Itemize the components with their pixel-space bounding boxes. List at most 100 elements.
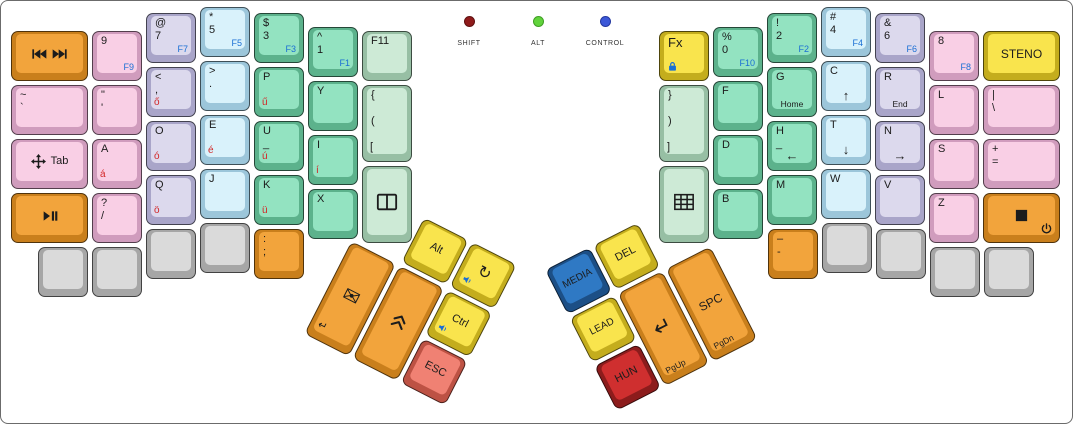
key-fx[interactable]: Fx — [659, 31, 709, 81]
control-led-dot — [599, 16, 611, 27]
key-legend: ú — [262, 151, 268, 162]
key-j[interactable]: J — [200, 169, 250, 219]
key-face — [367, 169, 407, 235]
blank-key[interactable] — [876, 229, 926, 279]
key-stop[interactable] — [983, 193, 1060, 243]
media-prev-next-key[interactable] — [11, 31, 88, 81]
key-legend: J — [209, 173, 215, 185]
key-legend: H — [776, 125, 784, 137]
shift-led-dot — [463, 16, 475, 27]
key-open-brackets[interactable]: {([ — [362, 85, 412, 162]
blank-key[interactable] — [38, 247, 88, 297]
key-split-window[interactable] — [362, 166, 412, 243]
blank-key[interactable] — [984, 247, 1034, 297]
key-d[interactable]: D — [713, 135, 763, 185]
key-c[interactable]: C↑ — [821, 61, 871, 111]
key-u[interactable]: U_ú — [254, 121, 304, 171]
key-colon[interactable]: :; — [254, 229, 304, 279]
key-h[interactable]: H_← — [767, 121, 817, 171]
key-steno[interactable]: STENO — [983, 31, 1060, 81]
blank-key[interactable] — [200, 223, 250, 273]
key-face — [16, 196, 83, 235]
key-face: ?/ — [97, 196, 137, 235]
key-x[interactable]: X — [308, 189, 358, 239]
key-legend: DEL — [613, 243, 638, 264]
blank-key[interactable] — [822, 223, 872, 273]
key-table-grid[interactable] — [659, 166, 709, 243]
key-m[interactable]: M — [767, 175, 817, 225]
key-legend: $ — [263, 17, 270, 29]
key-f11[interactable]: F11 — [362, 31, 412, 81]
key-n[interactable]: N→ — [875, 121, 925, 171]
key-close-brackets[interactable]: })] — [659, 85, 709, 162]
key-b[interactable]: B — [713, 189, 763, 239]
key-quote[interactable]: "' — [92, 85, 142, 135]
key-center-legends: LEAD — [575, 300, 628, 353]
key-legend: ' — [101, 101, 104, 114]
key-y[interactable]: Y — [308, 81, 358, 131]
key-f[interactable]: F — [713, 81, 763, 131]
key-play-pause[interactable] — [11, 193, 88, 243]
key-legend: F — [722, 85, 729, 97]
key-ctrl[interactable]: Ctrl — [425, 290, 493, 358]
key-s[interactable]: S — [929, 139, 979, 189]
key-page-chevrons[interactable] — [352, 265, 445, 381]
key-center-legends — [664, 169, 704, 235]
key-legend: V — [884, 179, 892, 191]
key-period[interactable]: >. — [200, 61, 250, 111]
key-redo[interactable]: ↻ — [449, 242, 517, 310]
key-legend: F7 — [177, 44, 188, 54]
key-question-slash[interactable]: ?/ — [92, 193, 142, 243]
key-minus[interactable]: –- — [768, 229, 818, 279]
stop-square-icon — [1014, 208, 1029, 223]
key-legend: @ — [155, 17, 167, 29]
blank-key[interactable] — [146, 229, 196, 279]
blank-key[interactable] — [92, 247, 142, 297]
key-comma[interactable]: <,ő — [146, 67, 196, 117]
key-w[interactable]: W — [821, 169, 871, 219]
key-tab[interactable]: Tab — [11, 139, 88, 189]
key-legend: HUN — [612, 363, 640, 386]
key-face — [97, 250, 137, 289]
key-legend: T — [830, 119, 837, 131]
key-legend: & — [884, 17, 892, 29]
key-legend: * — [209, 11, 214, 23]
key-l[interactable]: L — [929, 85, 979, 135]
key-v[interactable]: V — [875, 175, 925, 225]
key-legend: ? — [101, 197, 108, 209]
key-legend: \ — [992, 101, 996, 114]
key-z[interactable]: Z — [929, 193, 979, 243]
key-legend: ; — [263, 245, 267, 258]
key-tilde[interactable]: ~` — [11, 85, 88, 135]
key-legend: 4 — [830, 23, 837, 36]
key-legend: STENO — [1000, 46, 1043, 61]
key-face: D — [718, 138, 758, 177]
key-legend: 0 — [722, 43, 729, 56]
key-plus[interactable]: += — [983, 139, 1060, 189]
blank-key[interactable] — [930, 247, 980, 297]
key-pipe[interactable]: |\ — [983, 85, 1060, 135]
key-t[interactable]: T↓ — [821, 115, 871, 165]
